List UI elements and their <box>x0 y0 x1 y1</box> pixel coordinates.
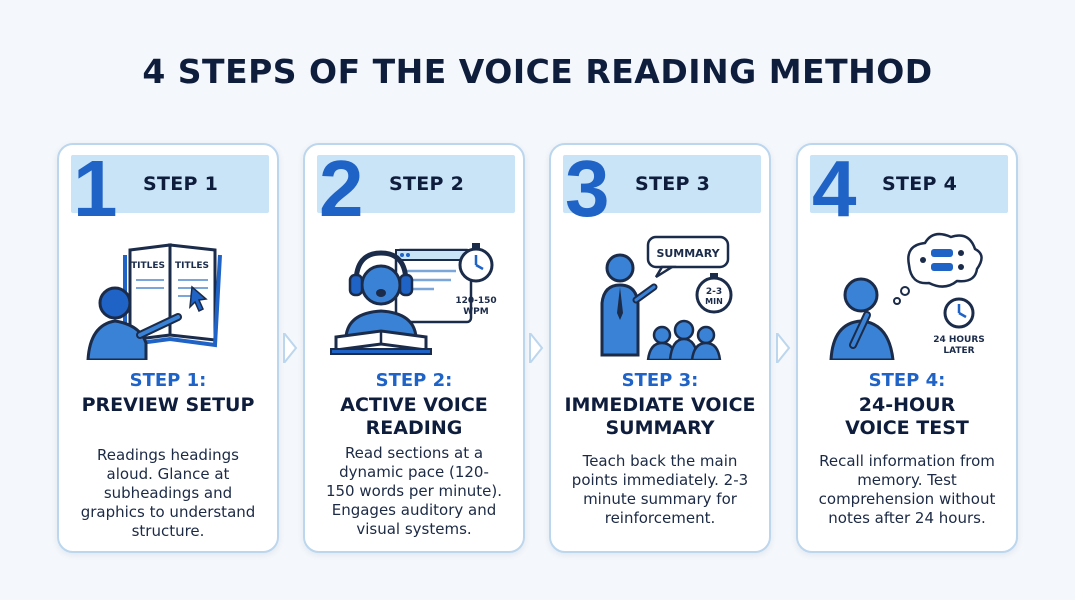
step-card-4: 4 STEP 4 24 HOURS LATER STEP 4: 24-HOUR … <box>796 143 1018 553</box>
step-number-3: 3 <box>565 144 610 233</box>
step-label-1: STEP 1: <box>129 370 207 391</box>
thinking-person-icon: 24 HOURS LATER <box>829 232 985 360</box>
step-header-2: 2 STEP 2 <box>317 149 515 229</box>
book-page-left-text: TITLES <box>131 261 165 271</box>
step-description-1: Readings headings aloud. Glance at subhe… <box>80 446 256 540</box>
step-description-3: Teach back the main points immediately. … <box>571 452 749 527</box>
step-label-2: STEP 2: <box>375 370 453 391</box>
step-name-1: PREVIEW SETUP <box>81 394 255 416</box>
later-hours-text: 24 HOURS <box>933 335 985 345</box>
summary-bubble-text: SUMMARY <box>656 247 720 260</box>
arrow-right-icon <box>776 333 791 363</box>
wpm-range-text: 120-150 <box>455 296 496 306</box>
page-title: 4 STEPS OF THE VOICE READING METHOD <box>142 52 933 91</box>
step-header-4: 4 STEP 4 <box>810 149 1008 229</box>
step-header-1: 1 STEP 1 <box>71 149 269 229</box>
step-name-3: IMMEDIATE VOICE SUMMARY <box>564 394 756 439</box>
later-text: LATER <box>943 346 974 356</box>
presenter-audience-icon: SUMMARY 2-3 MIN <box>600 235 733 360</box>
book-reading-icon: TITLES TITLES <box>86 243 222 360</box>
step-card-1: 1 STEP 1 TITLES TITLES STEP 1: PREVIEW S… <box>57 143 279 553</box>
book-page-right-text: TITLES <box>175 261 209 271</box>
step-description-4: Recall information from memory. Test com… <box>818 452 996 527</box>
timer-unit-text: MIN <box>705 297 723 306</box>
timer-range-text: 2-3 <box>706 287 722 297</box>
step-number-4: 4 <box>812 144 857 233</box>
step-label-4: STEP 4: <box>868 370 946 391</box>
step-number-2: 2 <box>319 144 364 233</box>
arrow-right-icon <box>283 333 298 363</box>
step-chip-2: STEP 2 <box>389 173 465 195</box>
step-chip-4: STEP 4 <box>882 173 958 195</box>
step-chip-3: STEP 3 <box>635 173 711 195</box>
step-card-3: 3 STEP 3 SUMMARY 2-3 MIN STEP 3: IMMEDIA… <box>549 143 771 553</box>
step-header-3: 3 STEP 3 <box>563 149 761 229</box>
step-name-2: ACTIVE VOICE READING <box>340 394 488 439</box>
step-name-4: 24-HOUR VOICE TEST <box>845 394 969 439</box>
wpm-unit-text: WPM <box>463 307 489 317</box>
arrow-right-icon <box>529 333 544 363</box>
step-number-1: 1 <box>73 144 118 233</box>
headphones-reader-icon: 120-150 WPM <box>330 243 497 355</box>
step-card-2: 2 STEP 2 120-150 WPM STEP 2: ACTIVE VOIC… <box>303 143 525 553</box>
step-label-3: STEP 3: <box>621 370 699 391</box>
step-chip-1: STEP 1 <box>143 173 219 195</box>
step-description-2: Read sections at a dynamic pace (120-150… <box>325 444 503 538</box>
